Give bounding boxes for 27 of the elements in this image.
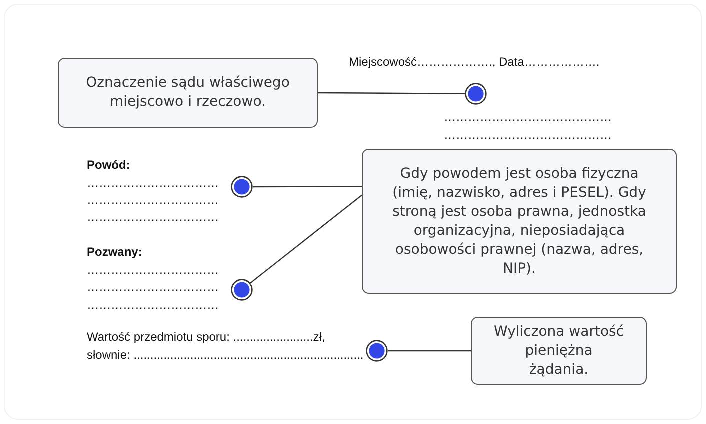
form-field-line: Wartość przedmiotu sporu: ........................zł,: [87, 330, 326, 344]
fill-in-line: ……………………………: [87, 176, 219, 190]
fill-in-line: ……………………………: [87, 210, 219, 224]
leader-line: [388, 350, 471, 352]
callout-box: [58, 58, 318, 128]
fill-in-line: ……………………………: [87, 298, 219, 312]
leader-line: [250, 194, 362, 284]
field-heading: Pozwany:: [87, 245, 142, 259]
marker-dot: [366, 340, 388, 362]
leader-line: [253, 186, 362, 188]
field-heading: Powód:: [87, 158, 130, 172]
fill-in-line: ……………………………………: [444, 110, 612, 124]
marker-dot: [231, 279, 253, 301]
callout-box: [362, 149, 677, 294]
fill-in-line: ……………………………: [87, 193, 219, 207]
form-field-line: słownie: .....................................................................: [87, 348, 364, 362]
leader-line: [318, 92, 465, 95]
marker-dot: [465, 83, 487, 105]
callout-box: [471, 317, 647, 385]
fill-in-line: ……………………………: [87, 280, 219, 294]
fill-in-line: ……………………………: [87, 263, 219, 277]
form-field-line: Miejscowość………………., Data……………….: [349, 55, 600, 69]
callout-text: Gdy powodem jest osoba fizyczna (imię, nazwisko, adres i PESEL). Gdy stroną jest osoba prawna, jednostka organizacyjna, nieposiadająca osobowości prawnej (nazwa, adres, NIP).: [392, 164, 648, 278]
marker-dot: [231, 176, 253, 198]
callout-text: Wyliczona wartość pieniężna żądania.: [494, 322, 624, 380]
callout-text: Oznaczenie sądu właściwego miejscowo i rzeczowo.: [85, 74, 291, 112]
fill-in-line: ……………………………………: [444, 128, 612, 142]
